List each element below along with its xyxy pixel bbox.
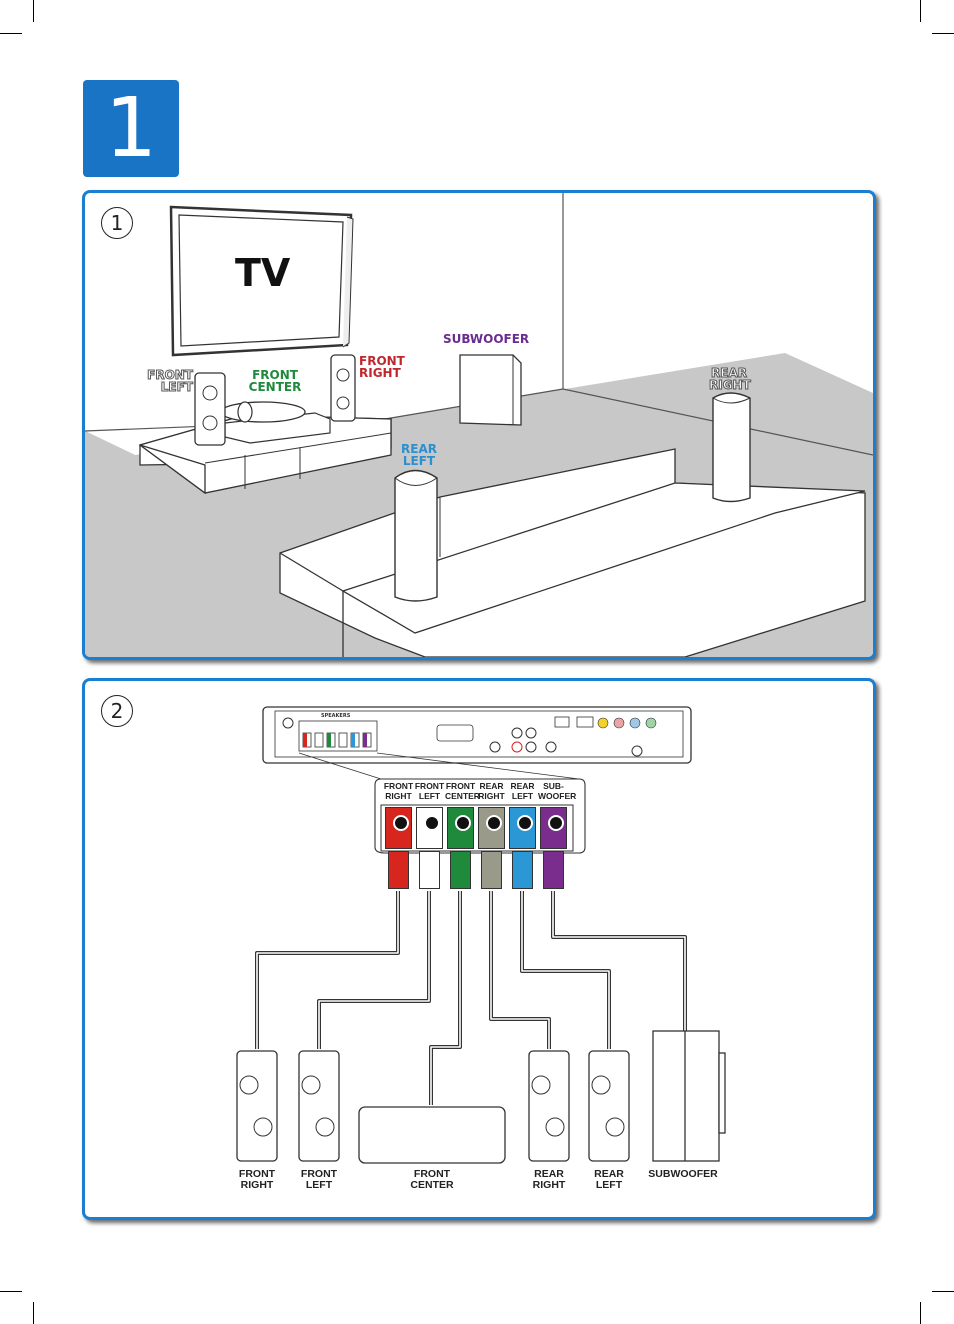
speaker-terminal[interactable] [385,807,412,849]
panel-number-1: 1 [101,207,133,239]
speaker-terminal[interactable] [447,807,474,849]
terminal-hole [392,815,409,831]
panel-number-2: 2 [101,695,133,727]
speaker-terminal[interactable] [540,807,567,849]
crop-mark [932,1291,954,1292]
crop-mark [33,0,34,22]
crop-mark [0,33,22,34]
room-illustration [85,193,873,657]
terminal-hole [485,815,502,831]
speaker-label: SUBWOOFER [648,1168,718,1180]
speaker-plug[interactable] [419,851,440,889]
tv-illustration [169,205,354,357]
crop-mark [932,33,954,34]
speaker-plug[interactable] [512,851,533,889]
speaker-plug[interactable] [388,851,409,889]
speaker-plug[interactable] [543,851,564,889]
crop-mark [920,1302,921,1324]
terminal-hole [454,815,471,831]
terminal-hole [423,815,440,831]
terminal-hole [516,815,533,831]
tv-label: TV [235,251,291,295]
rear-panel-title: SPEAKERS [321,713,351,719]
label-subwoofer: SUBWOOFER [443,332,530,346]
speaker-terminal[interactable] [478,807,505,849]
step-number-badge: 1 [83,80,179,177]
speaker-plug[interactable] [450,851,471,889]
crop-mark [0,1291,22,1292]
crop-mark [920,0,921,22]
terminal-hole [547,815,564,831]
speaker-plug[interactable] [481,851,502,889]
speaker-terminal[interactable] [509,807,536,849]
speaker-cables [236,891,726,1164]
speaker-terminal[interactable] [416,807,443,849]
connector-label: SUB-WOOFER [538,781,577,801]
crop-mark [33,1302,34,1324]
